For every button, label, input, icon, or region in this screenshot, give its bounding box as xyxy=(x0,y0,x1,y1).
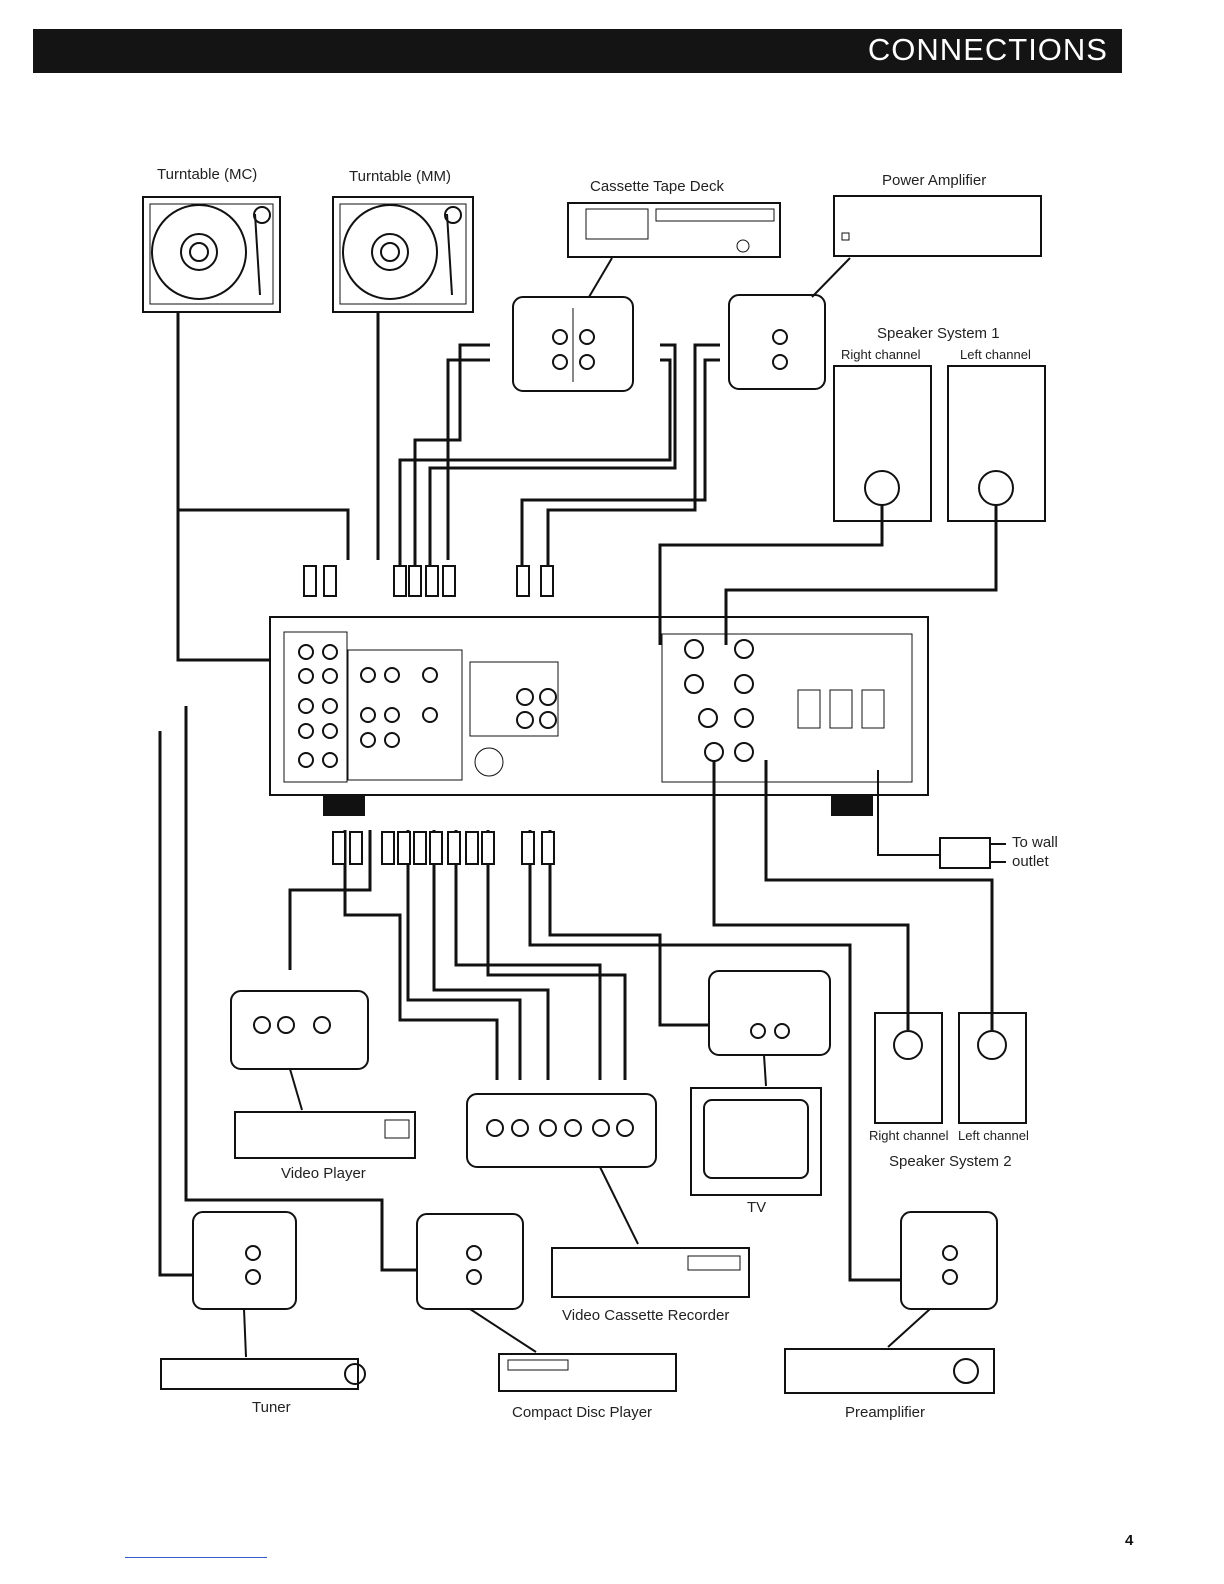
tuner-label: Tuner xyxy=(252,1399,291,1416)
speaker-system-1-label: Speaker System 1 xyxy=(877,325,1000,342)
tuner-illustration xyxy=(161,1359,365,1389)
cassette-jack-panel xyxy=(513,258,633,391)
speaker2-left-channel-label: Left channel xyxy=(958,1128,1029,1143)
cassette-deck-illustration xyxy=(568,203,780,257)
cd-player-illustration xyxy=(499,1354,676,1391)
speaker1-left-channel-label: Left channel xyxy=(960,347,1031,362)
tv-label: TV xyxy=(747,1199,766,1216)
speaker-system-2-illustration xyxy=(875,1013,1026,1123)
footer-rule xyxy=(125,1557,267,1558)
cd-jack-panel xyxy=(417,1214,536,1352)
cd-player-label: Compact Disc Player xyxy=(512,1404,652,1421)
speaker1-right-channel-label: Right channel xyxy=(841,347,921,362)
tuner-jack-panel xyxy=(193,1212,296,1357)
wall-outlet-label-line1: To wall xyxy=(1012,834,1058,851)
vcr-label: Video Cassette Recorder xyxy=(562,1307,729,1324)
vcr-illustration xyxy=(552,1248,749,1297)
speaker-system-2-label: Speaker System 2 xyxy=(889,1153,1012,1170)
preamp-label: Preamplifier xyxy=(845,1404,925,1421)
tv-jack-panel xyxy=(709,971,830,1086)
preamp-jack-panel xyxy=(888,1212,997,1347)
top-plugs xyxy=(304,566,553,596)
tv-illustration xyxy=(691,1088,821,1195)
turntable-mm-illustration xyxy=(333,197,473,312)
video-player-label: Video Player xyxy=(281,1165,366,1182)
video-player-jack-panel xyxy=(231,991,368,1110)
amplifier-rear-panel xyxy=(270,617,928,815)
speaker-system-1-illustration xyxy=(834,366,1045,521)
power-amp-label: Power Amplifier xyxy=(882,172,986,189)
video-player-illustration xyxy=(235,1112,415,1158)
turntable-mm-label: Turntable (MM) xyxy=(349,168,451,185)
power-amp-illustration xyxy=(834,196,1041,256)
page-number: 4 xyxy=(1125,1532,1133,1549)
speaker2-right-channel-label: Right channel xyxy=(869,1128,949,1143)
turntable-mc-illustration xyxy=(143,197,280,312)
turntable-mc-label: Turntable (MC) xyxy=(157,166,257,183)
power-amp-jack-panel xyxy=(729,258,850,389)
preamp-illustration xyxy=(785,1349,994,1393)
bottom-plugs xyxy=(333,832,554,864)
cassette-deck-label: Cassette Tape Deck xyxy=(590,178,724,195)
wall-outlet-label-line2: outlet xyxy=(1012,853,1049,870)
